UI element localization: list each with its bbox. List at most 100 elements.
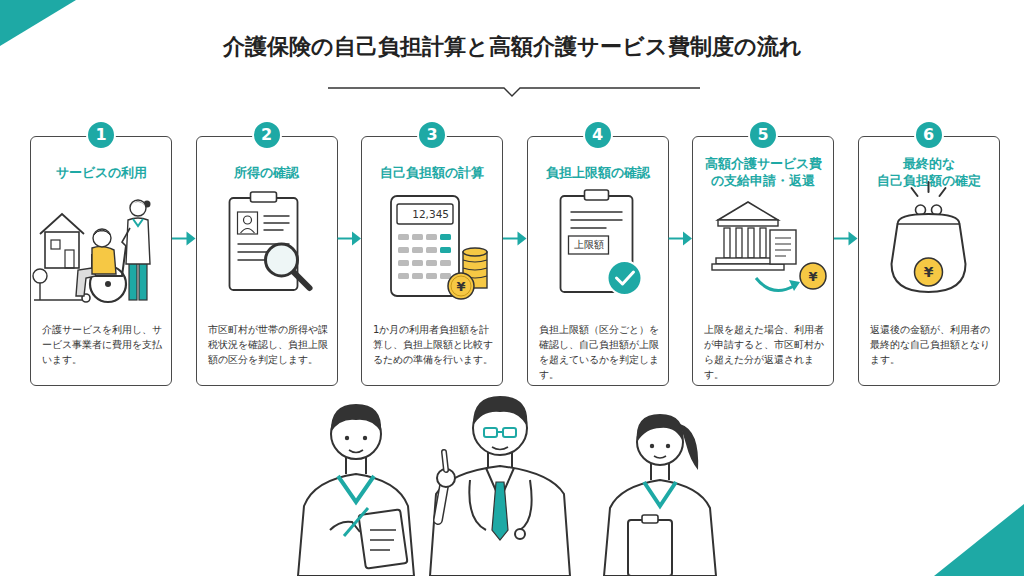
- calculator-illustration-part: [412, 247, 423, 253]
- purse-illustration-part: [912, 182, 946, 196]
- connector-line: [669, 238, 685, 240]
- staff-left-figure-part: [344, 508, 368, 536]
- calculator-illustration-part: [426, 247, 437, 253]
- step-body-box: 返還後の金額が、利用者の最終的な自己負担額となります。: [870, 322, 990, 367]
- doctor-figure-part: [515, 529, 525, 539]
- step-number-circle: 5: [748, 120, 778, 150]
- doctor-figure-part: [437, 469, 455, 487]
- purse-illustration-part: [932, 205, 942, 215]
- care-service-illustration-part: [34, 299, 90, 300]
- staff-right-figure: [604, 414, 716, 576]
- care-service-illustration-part: [40, 214, 84, 234]
- bank-refund-illustration-part: [770, 230, 796, 264]
- step-number-circle: 1: [86, 120, 116, 150]
- staff-right-figure-part: [666, 444, 670, 448]
- staff-right-figure-part: [642, 515, 658, 523]
- limit-check-illustration-part: [561, 196, 633, 292]
- staff-right-figure-part: [680, 424, 698, 470]
- step-number: 6: [923, 127, 934, 143]
- staff-left-figure-part: [338, 476, 374, 502]
- calculator-illustration: [391, 196, 487, 299]
- calculator-illustration-part: [397, 204, 453, 224]
- staff-left-figure-part: [330, 522, 360, 532]
- calculator-illustration-part: [448, 273, 474, 299]
- arrow-head: [187, 232, 196, 246]
- title-underline: [328, 88, 700, 96]
- care-service-illustration-part: [45, 232, 79, 268]
- doctor-figure-part: [497, 431, 503, 433]
- limit-check-illustration-part: [617, 272, 634, 284]
- doctor-figure-part: [473, 401, 527, 455]
- staff-right-figure-part: [654, 456, 666, 458]
- care-service-illustration-part: [93, 229, 111, 247]
- step-heading-box: 高額介護サービス費 の支給申請・返還: [699, 151, 827, 193]
- calculator-illustration-part: [440, 234, 451, 240]
- calculator-illustration-part: [426, 234, 437, 240]
- limit-check-illustration-part: [585, 190, 609, 200]
- purse-illustration-part: [898, 223, 960, 225]
- step-heading: 自己負担額の計算: [380, 164, 484, 181]
- care-service-illustration-part: [126, 218, 150, 264]
- step-heading-box: 所得の確認: [203, 151, 331, 193]
- doctor-figure-part: [438, 486, 444, 520]
- calculator-illustration-part: [412, 234, 423, 240]
- step-body-box: 市区町村が世帯の所得や課税状況を確認し、負担上限額の区分を判定します。: [208, 322, 328, 367]
- doctor-figure-part: [486, 468, 514, 500]
- step-card: サービスの利用介護サービスを利用し、サービス事業者に費用を支払います。1: [30, 136, 172, 386]
- doctor-figure-part: [503, 428, 516, 437]
- income-check-illustration-part: [244, 216, 252, 224]
- flow-connector: [834, 232, 858, 246]
- calculator-illustration-part: [440, 247, 451, 253]
- care-service-illustration: [33, 200, 151, 302]
- doctor-figure-part: [444, 452, 446, 470]
- bank-refund-illustration-part: [736, 228, 742, 258]
- doctor-figure-part: [444, 452, 446, 470]
- flow-connector: [172, 232, 196, 246]
- staff-right-figure-part: [637, 419, 683, 465]
- step-heading: 負担上限額の確認: [546, 164, 650, 181]
- care-service-illustration-part: [33, 269, 47, 283]
- care-service-illustration-part: [129, 262, 137, 300]
- corner-triangle: [0, 0, 76, 46]
- bank-refund-illustration-part: [748, 228, 754, 258]
- calculator-illustration-part: [398, 247, 409, 253]
- doctor-figure-part: [469, 480, 531, 530]
- step-description: 負担上限額（区分ごと）を確認し、自己負担額が上限を超えているかを判定します。: [539, 322, 659, 382]
- step-body-box: 上限を超えた場合、利用者が申請すると、市区町村から超えた分が返還されます。: [704, 322, 824, 382]
- care-service-illustration-part: [93, 230, 111, 236]
- arrow-head: [352, 232, 361, 246]
- doctor-figure-part: [484, 428, 497, 437]
- doctor-figure-part: [492, 482, 508, 540]
- care-service-illustration-part: [92, 246, 116, 274]
- bank-refund-illustration-part: [800, 263, 826, 289]
- bank-refund-illustration-part: [716, 258, 780, 264]
- staff-right-figure-part: [637, 414, 684, 442]
- staff-left-figure-part: [370, 530, 396, 550]
- staff-left-figure: [298, 404, 414, 576]
- care-service-illustration-part: [130, 200, 146, 216]
- calculator-illustration-part: [412, 273, 423, 279]
- step-number: 1: [95, 127, 106, 143]
- bank-refund-illustration-part: [718, 220, 778, 226]
- staff-right-figure-part: [604, 480, 716, 576]
- step-heading-box: 負担上限額の確認: [534, 151, 662, 193]
- doctor-figure-part: [438, 486, 444, 520]
- staff-left-figure-part: [298, 474, 414, 576]
- staff-left-figure-part: [349, 450, 363, 453]
- calculator-illustration-part: [398, 273, 409, 279]
- step-number: 4: [592, 127, 603, 143]
- care-service-illustration-part: [65, 250, 74, 268]
- arrow-head: [849, 232, 858, 246]
- bank-refund-illustration: [712, 202, 826, 291]
- calculator-illustration-part: [426, 273, 437, 279]
- care-service-illustration-part: [105, 281, 111, 287]
- arrow-head: [518, 232, 527, 246]
- step-heading: 最終的な 自己負担額の確定: [865, 155, 993, 189]
- income-check-illustration-part: [238, 216, 290, 260]
- income-check-illustration-part: [251, 192, 277, 202]
- bank-refund-illustration-part: [718, 202, 778, 220]
- step-card: 所得の確認市区町村が世帯の所得や課税状況を確認し、負担上限額の区分を判定します。…: [196, 136, 338, 386]
- doctor-figure-part: [488, 452, 512, 468]
